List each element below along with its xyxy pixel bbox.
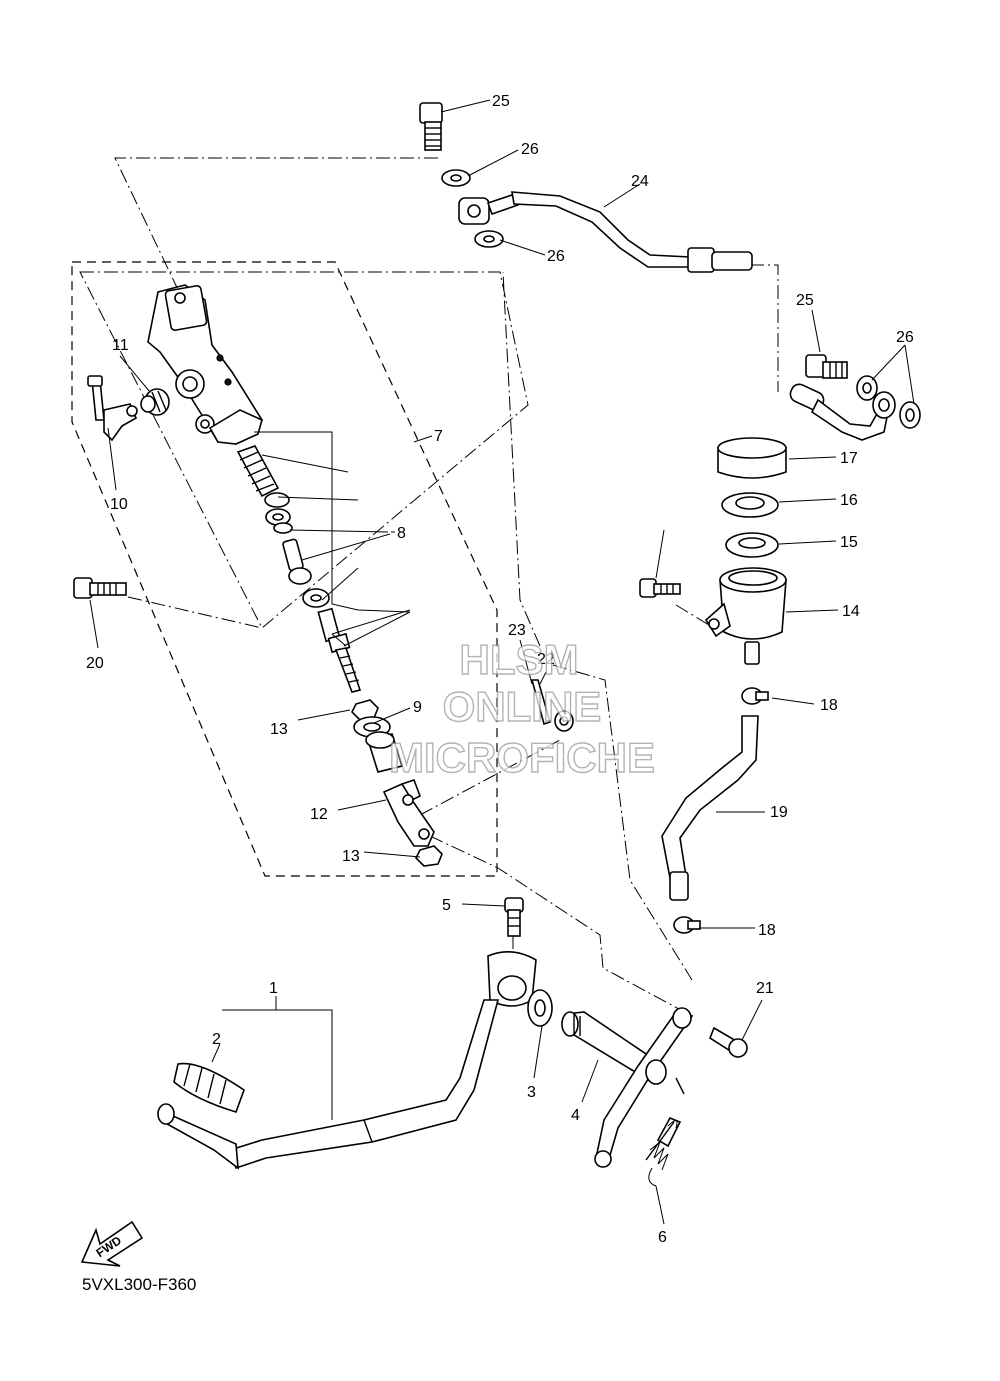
callout-1: 1 [269, 980, 278, 997]
callout-13-upper: 13 [270, 721, 288, 738]
callout-11: 11 [112, 337, 129, 354]
watermark-line-3: MICROFICHE [389, 734, 655, 781]
piston-kit-parts [236, 445, 362, 693]
callout-25-right: 25 [796, 292, 814, 309]
hose-end-fitting-part [789, 383, 889, 441]
nut-lower-part [415, 845, 443, 867]
bolt-5-part [504, 897, 524, 937]
assembly-7-dashed-outline [71, 261, 498, 877]
callout-6: 6 [658, 1229, 667, 1246]
assembly-chain-outline [79, 271, 529, 629]
hose-clip-lower-part [673, 916, 701, 934]
callout-4: 4 [571, 1107, 580, 1124]
union-bolt-right-part [805, 354, 848, 379]
callout-18-lower: 18 [758, 922, 776, 939]
brake-hose-part [458, 191, 753, 273]
watermark: HLSM ONLINE MICROFICHE [388, 635, 655, 781]
callout-26-lower: 26 [547, 248, 565, 265]
reservoir-bolt-part [639, 578, 681, 598]
master-cylinder-body-part [147, 284, 264, 445]
pedal-washer-part [527, 989, 553, 1027]
callout-3: 3 [527, 1084, 536, 1101]
clevis-part [382, 778, 435, 847]
diaphragm-part [725, 532, 779, 558]
callout-19: 19 [770, 804, 788, 821]
clevis-pin-part [709, 1026, 748, 1058]
watermark-line-1: HLSM [460, 636, 579, 683]
callout-20: 20 [86, 655, 104, 672]
callout-17: 17 [840, 450, 858, 467]
pipe-part [87, 375, 138, 442]
callout-13-lower: 13 [342, 848, 360, 865]
rod-boot-part [353, 716, 404, 773]
callout-14: 14 [842, 603, 860, 620]
callout-22: 22 [537, 651, 555, 668]
callout-16: 16 [840, 492, 858, 509]
chain-line-clevis-to-shaft [429, 835, 691, 1016]
chain-line-bolt20 [127, 596, 263, 629]
bolt-20-part [73, 577, 127, 599]
watermark-line-2: ONLINE [443, 683, 602, 730]
callout-18-upper: 18 [820, 697, 838, 714]
callout-9: 9 [413, 699, 422, 716]
diagram-code: 5VXL300-F360 [82, 1275, 196, 1294]
return-spring-part [645, 1116, 682, 1187]
chain-line-clevis-side [419, 739, 561, 816]
hose-clip-upper-part [741, 687, 769, 705]
reservoir-cap-part [717, 437, 787, 479]
callout-5: 5 [442, 897, 451, 914]
reservoir-hose-part [661, 715, 759, 879]
chain-line-cotter-route [552, 664, 693, 981]
boot-part [140, 388, 170, 416]
brake-pedal-part [157, 951, 537, 1170]
pedal-rubber-part [173, 1062, 245, 1113]
union-bolt-part [419, 102, 443, 151]
leader-lines [89, 99, 915, 1225]
callout-23: 23 [508, 622, 526, 639]
callout-15: 15 [840, 534, 858, 551]
callout-24: 24 [631, 173, 649, 190]
callout-21: 21 [756, 980, 774, 997]
callout-2: 2 [212, 1031, 221, 1048]
callout-8: 8 [397, 525, 406, 542]
fwd-arrow-icon: FWD [80, 1220, 144, 1267]
reservoir-tank-part [704, 567, 787, 665]
pedal-shaft-part [561, 1007, 694, 1168]
callout-7: 7 [434, 428, 443, 445]
callout-10: 10 [110, 496, 128, 513]
callout-labels: 25 26 26 24 25 26 17 16 15 14 18 19 18 1… [86, 93, 914, 1246]
chain-line-bolt-to-body [114, 157, 438, 299]
cap-plate-part [721, 492, 779, 518]
callout-26-upper: 26 [521, 141, 539, 158]
cotter-pin-part [530, 679, 551, 726]
callout-26-right: 26 [896, 329, 914, 346]
chain-line-hose-end [750, 264, 779, 392]
callout-25-upper: 25 [492, 93, 510, 110]
callout-12: 12 [310, 806, 328, 823]
chain-line-hose-to-body [502, 271, 541, 647]
